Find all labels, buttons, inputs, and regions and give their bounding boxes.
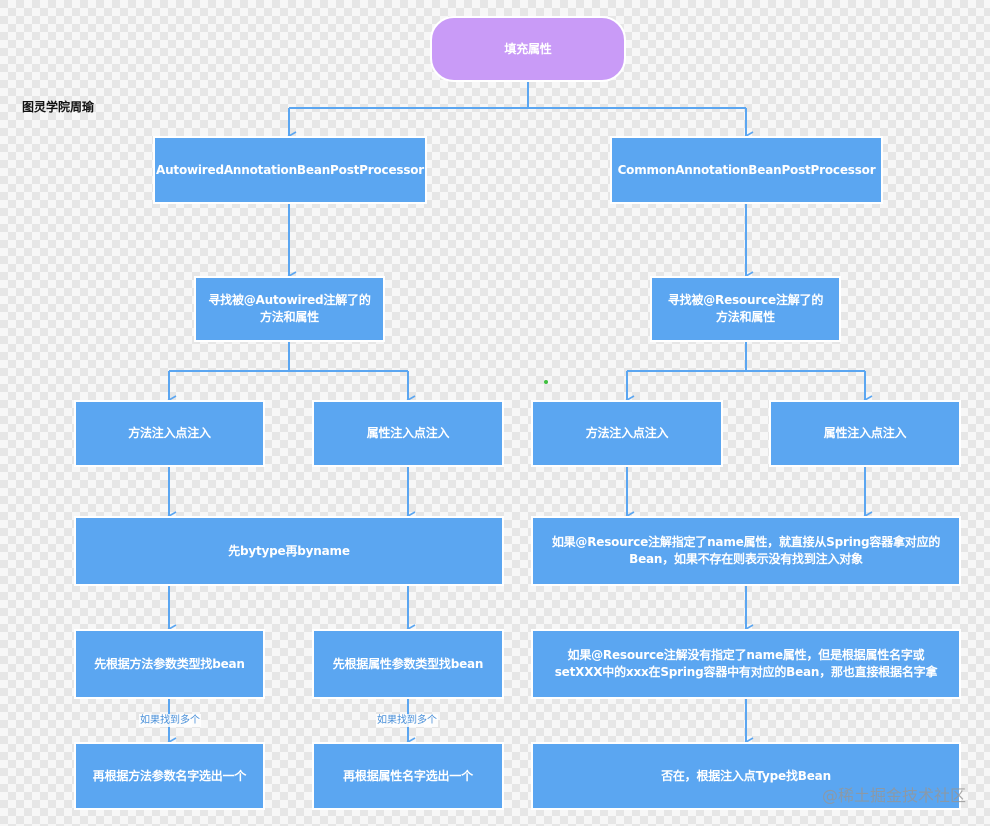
find-resource-label: 寻找被@Resource注解了的方法和属性 <box>667 293 824 324</box>
resource-with-name-node: 如果@Resource注解指定了name属性，就直接从Spring容器拿对应的B… <box>531 516 961 586</box>
autowired-processor-label: AutowiredAnnotationBeanPostProcessor <box>155 162 425 177</box>
resource-without-name-label: 如果@Resource注解没有指定了name属性，但是根据属性名字或setXXX… <box>554 648 938 679</box>
field-name-label: 再根据属性名字选出一个 <box>343 768 473 783</box>
green-dot-marker <box>544 380 548 384</box>
autowired-processor-node: AutowiredAnnotationBeanPostProcessor <box>153 136 427 204</box>
multiple-found-left-label: 如果找到多个 <box>139 714 201 727</box>
multiple-found-right-label: 如果找到多个 <box>376 714 438 727</box>
common-processor-label: CommonAnnotationBeanPostProcessor <box>617 162 876 177</box>
start-node: 填充属性 <box>430 16 626 82</box>
field-name-node: 再根据属性名字选出一个 <box>312 742 504 810</box>
otherwise-type-node: 否在，根据注入点Type找Bean <box>531 742 961 810</box>
field-type-label: 先根据属性参数类型找bean <box>332 656 484 671</box>
resource-without-name-node: 如果@Resource注解没有指定了name属性，但是根据属性名字或setXXX… <box>531 629 961 699</box>
method-param-type-label: 先根据方法参数类型找bean <box>94 656 245 671</box>
start-node-label: 填充属性 <box>504 41 552 56</box>
field-type-node: 先根据属性参数类型找bean <box>312 629 504 699</box>
bytype-then-byname-label: 先bytype再byname <box>228 543 350 558</box>
method-param-type-node: 先根据方法参数类型找bean <box>74 629 265 699</box>
find-autowired-node: 寻找被@Autowired注解了的方法和属性 <box>194 276 385 342</box>
watermark: @稀土掘金技术社区 <box>821 786 966 805</box>
find-autowired-label: 寻找被@Autowired注解了的方法和属性 <box>208 293 371 324</box>
bytype-then-byname-node: 先bytype再byname <box>74 516 504 586</box>
resource-with-name-label: 如果@Resource注解指定了name属性，就直接从Spring容器拿对应的B… <box>551 535 941 566</box>
find-resource-node: 寻找被@Resource注解了的方法和属性 <box>650 276 841 342</box>
left-field-inject-label: 属性注入点注入 <box>366 426 450 440</box>
right-method-inject-node: 方法注入点注入 <box>531 400 723 467</box>
right-method-inject-label: 方法注入点注入 <box>585 426 669 440</box>
right-field-inject-node: 属性注入点注入 <box>769 400 961 467</box>
author-label: 图灵学院周瑜 <box>22 100 95 114</box>
right-field-inject-label: 属性注入点注入 <box>823 426 907 440</box>
method-param-name-label: 再根据方法参数名字选出一个 <box>92 768 247 783</box>
left-method-inject-node: 方法注入点注入 <box>74 400 265 467</box>
otherwise-type-label: 否在，根据注入点Type找Bean <box>661 768 831 783</box>
common-processor-node: CommonAnnotationBeanPostProcessor <box>610 136 883 204</box>
left-field-inject-node: 属性注入点注入 <box>312 400 504 467</box>
method-param-name-node: 再根据方法参数名字选出一个 <box>74 742 265 810</box>
left-method-inject-label: 方法注入点注入 <box>128 426 211 440</box>
